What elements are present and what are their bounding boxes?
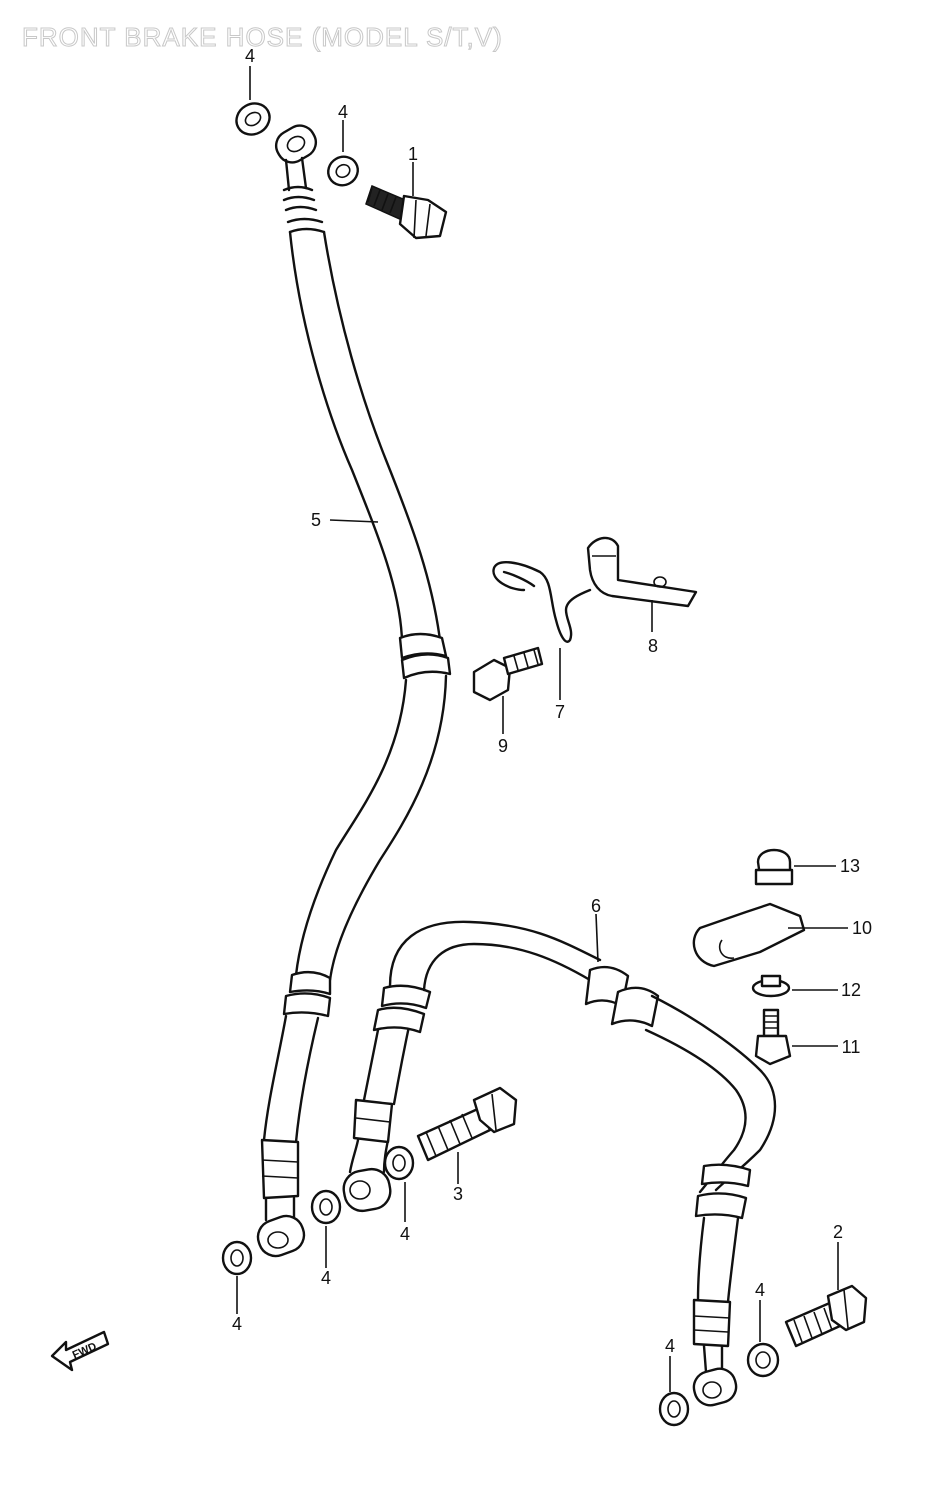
washer-4-f[interactable] [746, 1342, 780, 1378]
banjo-bolt-3[interactable] [416, 1086, 518, 1162]
fwd-label: FWD [71, 1340, 99, 1361]
callout-13: 13 [840, 856, 860, 876]
callout-6: 6 [591, 896, 601, 916]
washer-4-e[interactable] [383, 1145, 415, 1181]
callout-4: 4 [755, 1280, 765, 1300]
washer-4-d[interactable] [310, 1189, 342, 1225]
callout-4: 4 [232, 1314, 242, 1334]
callout-4: 4 [665, 1336, 675, 1356]
clamp-bracket-8[interactable] [586, 536, 698, 608]
banjo-bolt-1[interactable] [365, 184, 448, 240]
callout-11: 11 [842, 1037, 861, 1057]
callout-2: 2 [833, 1222, 843, 1242]
callout-4: 4 [400, 1224, 410, 1244]
banjo-bolt-2[interactable] [784, 1284, 868, 1348]
callout-4: 4 [321, 1268, 331, 1288]
washer-4-g[interactable] [658, 1391, 690, 1427]
hose-5-bottom-banjo [256, 1214, 306, 1258]
brake-hose-5[interactable] [253, 120, 452, 1261]
leader-lines [236, 66, 848, 1392]
callout-labels: 4 4 1 5 8 7 9 13 6 10 12 11 3 4 2 4 4 4 … [232, 46, 872, 1356]
bolt-9[interactable] [472, 646, 544, 702]
callout-8: 8 [648, 636, 658, 656]
washer-4-b[interactable] [323, 151, 363, 190]
brake-hose-6[interactable] [341, 920, 777, 1409]
bolt-11[interactable] [754, 1008, 792, 1066]
callout-5: 5 [311, 510, 321, 530]
wire-clip-7[interactable] [492, 561, 592, 643]
callout-7: 7 [555, 702, 565, 722]
fwd-arrow-icon: FWD [50, 1330, 110, 1372]
washer-4-a[interactable] [231, 98, 275, 141]
callout-4: 4 [338, 102, 348, 122]
callout-10: 10 [852, 918, 872, 938]
callout-3: 3 [453, 1184, 463, 1204]
callout-9: 9 [498, 736, 508, 756]
callout-4: 4 [245, 46, 255, 66]
washer-4-c[interactable] [221, 1240, 253, 1276]
clamp-10[interactable] [692, 902, 806, 968]
diagram-title: FRONT BRAKE HOSE (MODEL S/T,V) [22, 22, 503, 53]
callout-12: 12 [841, 980, 861, 1000]
washer-12[interactable] [751, 974, 791, 998]
callout-1: 1 [408, 144, 418, 164]
cap-nut-13[interactable] [754, 848, 794, 886]
hose-5-top-banjo [274, 124, 326, 234]
